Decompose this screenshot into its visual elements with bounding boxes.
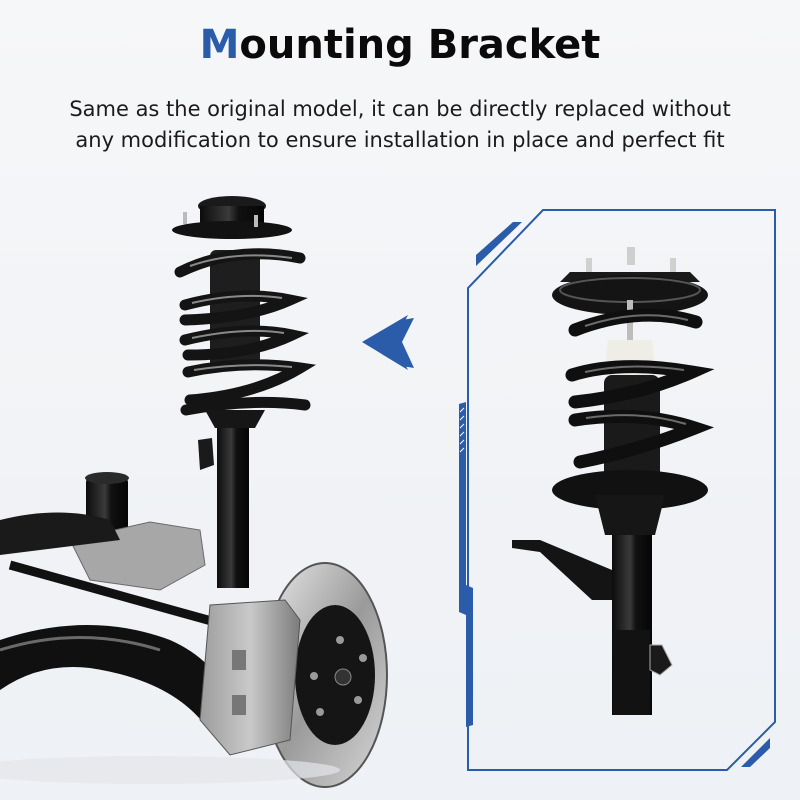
title-text: ounting Bracket	[239, 22, 601, 68]
left-tie-rod	[8, 560, 217, 627]
subtitle-line-1: Same as the original model, it can be di…	[69, 97, 731, 121]
left-spring-highlights	[189, 254, 293, 371]
frame-accent-bottom-right	[741, 738, 770, 767]
left-spring-seat	[205, 410, 265, 428]
title-accent-letter: M	[199, 22, 240, 68]
left-strut-tube	[217, 428, 249, 588]
strut-assembly-product	[512, 247, 715, 715]
subtitle: Same as the original model, it can be di…	[0, 94, 800, 156]
left-top-cylinder	[85, 472, 129, 538]
left-lower-control-arm	[0, 625, 230, 725]
frame-accent-left-bar	[459, 402, 473, 727]
double-chevron-left-icon	[362, 315, 414, 370]
product-frame	[459, 209, 776, 771]
left-wheel-studs	[310, 636, 367, 716]
frame-accent-top-left	[476, 222, 522, 266]
left-coil-spring	[174, 248, 317, 416]
left-top-mount	[172, 196, 292, 239]
subtitle-line-2: any modification to ensure installation …	[75, 128, 725, 152]
page-title: Mounting Bracket	[0, 22, 800, 68]
left-brake-caliper	[199, 599, 301, 756]
